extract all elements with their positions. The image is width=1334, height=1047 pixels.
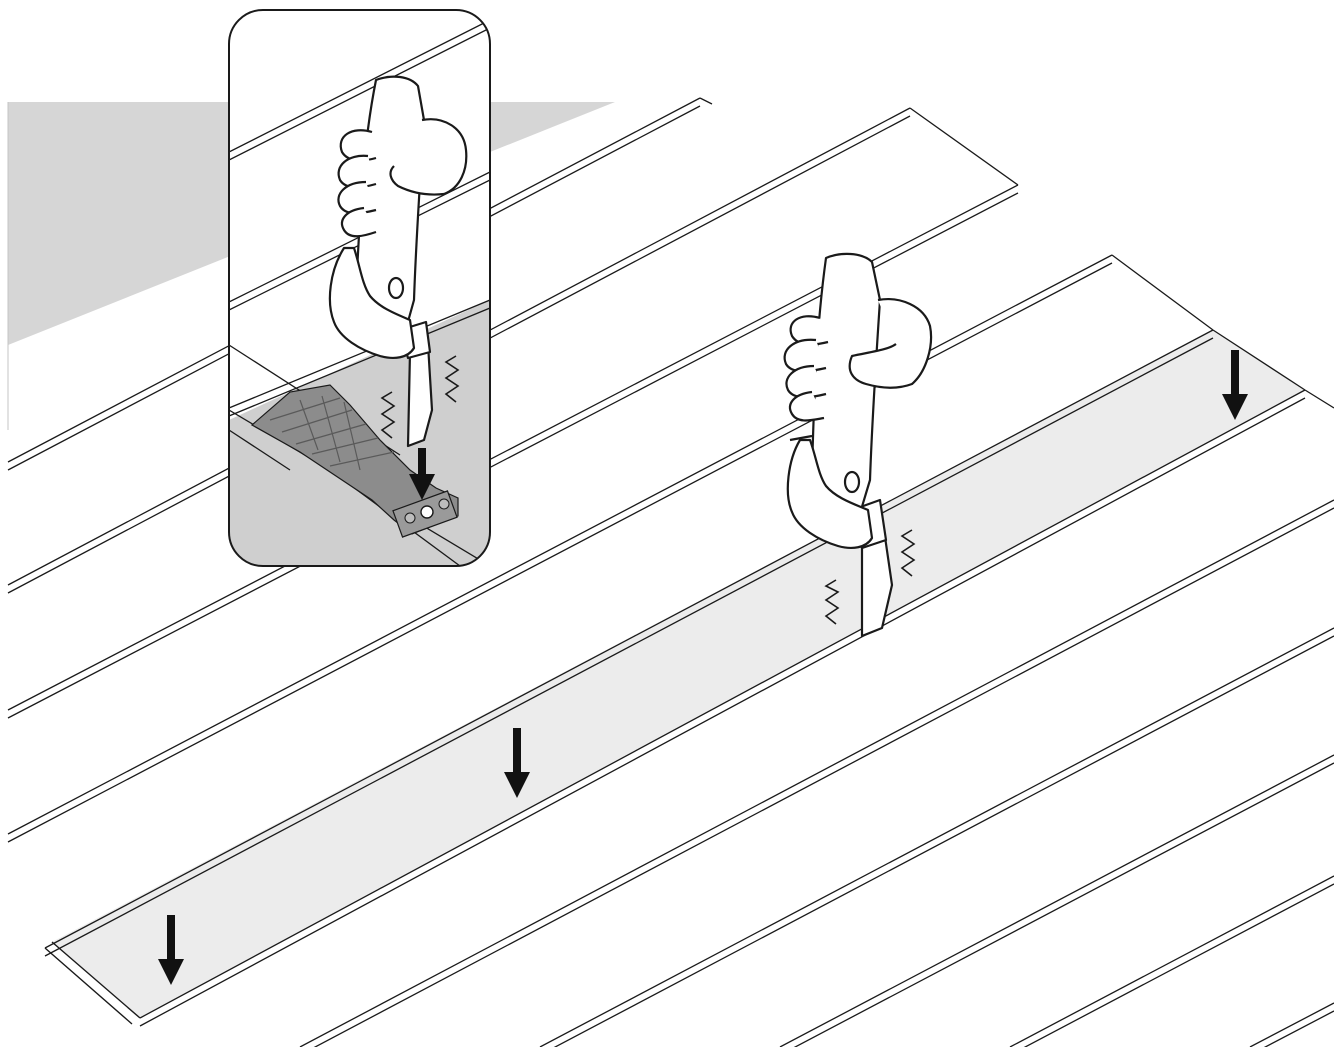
arrow-shaft	[1231, 350, 1239, 398]
screw-icon	[421, 506, 433, 518]
board-edge-line	[1250, 1003, 1334, 1047]
detail-inset	[229, 10, 490, 566]
board-edge-line	[1250, 1011, 1334, 1047]
screw-hole	[405, 513, 415, 523]
board-end-line	[1112, 255, 1213, 330]
board-edge-line	[45, 330, 1213, 948]
arrow-shaft	[418, 448, 426, 478]
board-edge-line	[45, 338, 1213, 956]
board-edge-line	[780, 755, 1334, 1047]
board-end-line	[910, 108, 1018, 185]
arrow-shaft	[167, 915, 175, 963]
arrow-shaft	[513, 728, 521, 776]
screw-hole	[439, 499, 449, 509]
chisel-hole	[845, 472, 859, 492]
board-edge-line	[780, 763, 1334, 1047]
board-edge-line	[1010, 876, 1334, 1047]
board-end-line	[1305, 390, 1334, 408]
board-end-line	[700, 98, 712, 104]
chisel-hole	[389, 278, 403, 298]
